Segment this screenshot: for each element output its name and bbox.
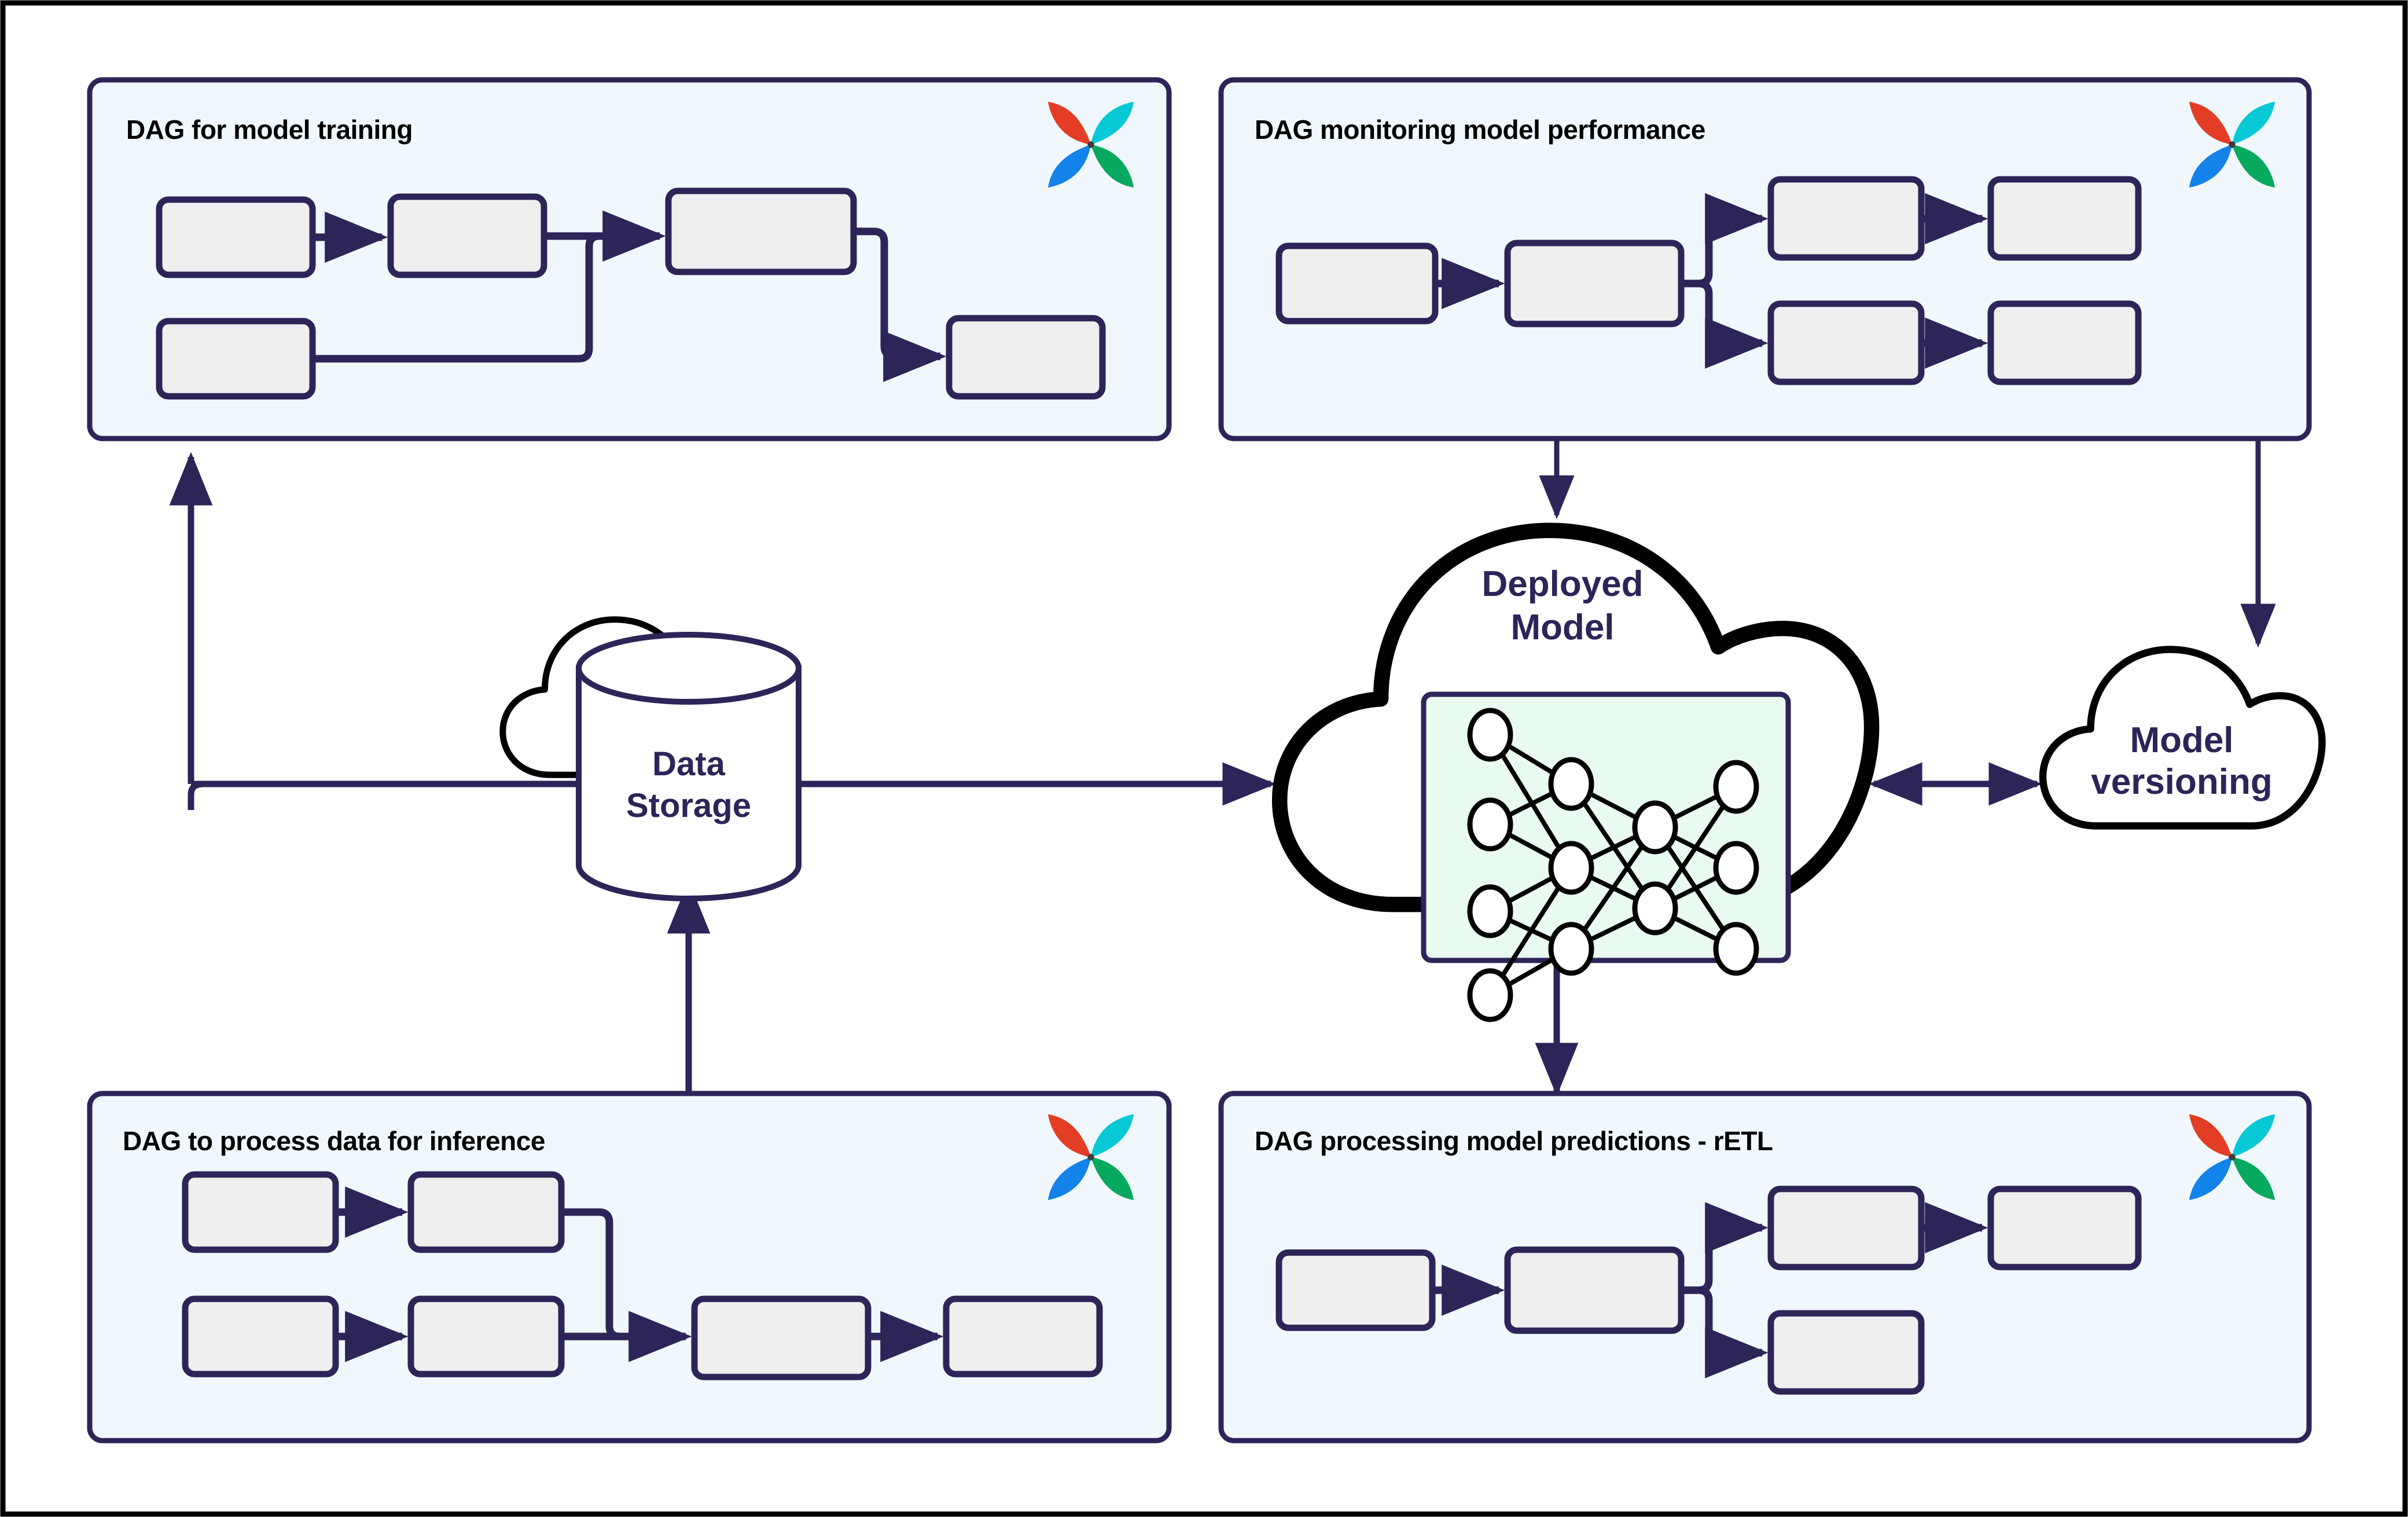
data-storage-label-line2: Storage xyxy=(626,787,751,824)
model-versioning-label-line2: versioning xyxy=(2091,762,2273,802)
task-box[interactable] xyxy=(1504,1246,1685,1334)
nn-mid-node xyxy=(1632,881,1678,936)
nn-input-node xyxy=(1467,708,1513,762)
data-storage-cylinder-icon xyxy=(576,632,802,901)
deployed-model-group[interactable]: Deployed Model xyxy=(1280,531,1872,1022)
task-box[interactable] xyxy=(943,1295,1103,1378)
model-versioning-label-line1: Model xyxy=(2130,720,2233,760)
panel-tasks xyxy=(156,187,1106,400)
panel-tasks xyxy=(1275,176,2142,385)
task-box[interactable] xyxy=(156,318,316,400)
panel-tasks xyxy=(182,1171,1103,1380)
task-box[interactable] xyxy=(182,1171,339,1253)
panel-dag-processing-model-predictions-retl[interactable]: DAG processing model predictions - rETL xyxy=(1218,1091,2312,1444)
model-versioning-group[interactable]: Model versioning xyxy=(2043,650,2322,826)
panel-dag-process-data-for-inference[interactable]: DAG to process data for inference xyxy=(87,1091,1172,1444)
edge-t4-t3 xyxy=(313,232,608,363)
nn-output-node xyxy=(1713,841,1759,895)
nn-hidden-node xyxy=(1548,922,1594,976)
edge-t3-t5 xyxy=(854,227,947,382)
task-box[interactable] xyxy=(182,1295,339,1378)
nn-output-node xyxy=(1713,760,1759,814)
nn-input-node xyxy=(1467,884,1513,938)
data-storage-group[interactable]: Data Storage xyxy=(503,620,802,901)
task-box[interactable] xyxy=(1767,1310,1925,1395)
task-box[interactable] xyxy=(156,196,316,278)
nn-input-node xyxy=(1467,797,1513,852)
edge-m2-m5 xyxy=(1681,279,1769,369)
connector-corner-left xyxy=(188,780,204,810)
task-box[interactable] xyxy=(1275,242,1439,325)
panel-dag-monitoring-model-performance[interactable]: DAG monitoring model performance xyxy=(1218,77,2312,441)
task-box[interactable] xyxy=(1987,300,2142,385)
data-storage-label-line1: Data xyxy=(652,745,725,783)
task-box[interactable] xyxy=(1987,176,2142,261)
task-box[interactable] xyxy=(407,1295,565,1378)
task-box[interactable] xyxy=(946,315,1106,400)
neural-network-nodes xyxy=(1467,708,1759,1022)
nn-input-node xyxy=(1467,968,1513,1022)
task-box[interactable] xyxy=(665,187,857,275)
task-box[interactable] xyxy=(1987,1185,2142,1271)
task-box[interactable] xyxy=(1767,176,1925,261)
edge-r2-r5 xyxy=(1681,1286,1769,1379)
task-box[interactable] xyxy=(1275,1249,1436,1331)
task-box[interactable] xyxy=(387,193,547,278)
task-box[interactable] xyxy=(1767,300,1925,385)
panel-edges xyxy=(313,210,947,382)
task-box[interactable] xyxy=(407,1171,565,1253)
global-connectors xyxy=(169,441,2276,1096)
panel-dag-model-training[interactable]: DAG for model training xyxy=(87,77,1172,441)
panel-title: DAG monitoring model performance xyxy=(1255,115,1705,145)
panel-title: DAG processing model predictions - rETL xyxy=(1255,1126,1773,1156)
panel-edges xyxy=(1435,193,1988,369)
task-box[interactable] xyxy=(1504,240,1685,327)
nn-hidden-node xyxy=(1548,757,1594,811)
deployed-model-label-line2: Model xyxy=(1510,607,1614,647)
panel-title: DAG to process data for inference xyxy=(123,1126,545,1156)
nn-hidden-node xyxy=(1548,841,1594,895)
nn-mid-node xyxy=(1632,800,1678,855)
panel-edges xyxy=(336,1186,944,1363)
panel-title: DAG for model training xyxy=(126,115,413,145)
task-box[interactable] xyxy=(1767,1185,1925,1271)
nn-output-node xyxy=(1713,922,1759,976)
panel-edges xyxy=(1432,1202,1988,1379)
neural-network-panel xyxy=(1421,691,1791,1022)
panel-tasks xyxy=(1275,1185,2142,1395)
deployed-model-label-line1: Deployed xyxy=(1481,564,1643,604)
task-box[interactable] xyxy=(691,1295,872,1380)
panel-background xyxy=(1218,1091,2312,1444)
